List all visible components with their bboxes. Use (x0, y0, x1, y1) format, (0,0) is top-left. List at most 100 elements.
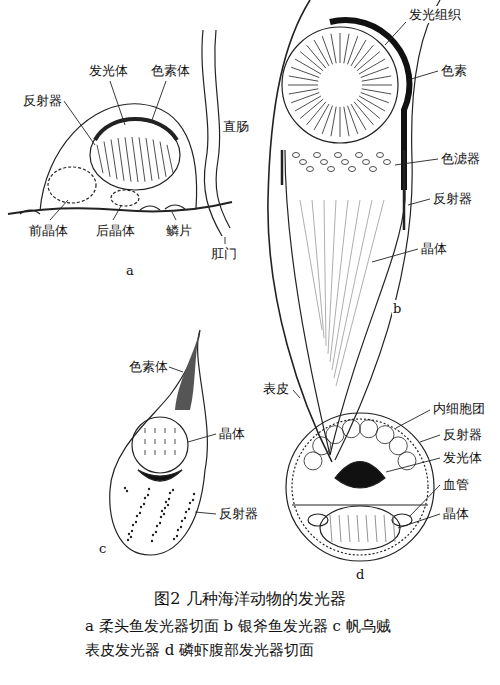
reflector-dot (132, 524, 134, 526)
lens-streak (336, 200, 384, 386)
reflector-dot (177, 529, 179, 531)
reflector-dot (124, 487, 126, 489)
lens-streak (393, 515, 395, 542)
reflector-dot (147, 494, 149, 496)
radial-cell (361, 93, 389, 103)
filter-cell (363, 160, 370, 165)
panel-letter: c (98, 540, 107, 557)
lens-dash (145, 428, 146, 433)
part-label: 前晶体 (28, 222, 69, 239)
lens-streak (300, 200, 322, 330)
leader-lines (386, 410, 440, 528)
radial-cell (340, 33, 341, 63)
panel-letter: a (125, 262, 135, 279)
filter-cell (293, 153, 300, 158)
part-label: 反射器 (22, 92, 63, 109)
part-label: 晶体 (442, 505, 470, 522)
leader-lines (169, 367, 216, 514)
reflector-dot (180, 526, 182, 528)
pigment-body (175, 330, 200, 410)
radial-cell (295, 96, 321, 111)
striation (118, 138, 124, 181)
reflector-dot (169, 492, 171, 494)
pigment-cap (95, 119, 177, 140)
part-label: 色素体 (128, 358, 169, 375)
filter-cell (314, 153, 321, 158)
reflector-dot (184, 517, 186, 519)
striation (97, 145, 103, 173)
reflector-dot (130, 536, 132, 538)
reflector-dot (126, 490, 128, 492)
radial-cell (354, 102, 373, 125)
striation (146, 138, 152, 181)
reflector-dot (185, 511, 187, 513)
tissue-line (335, 0, 440, 460)
reflector-dot (156, 525, 158, 527)
reflector-dot (139, 512, 141, 514)
radial-cell (362, 89, 392, 94)
blood-vessel (308, 514, 328, 526)
reflector (282, 150, 404, 230)
part-label: 表皮 (262, 380, 290, 397)
reflector-dot (131, 530, 133, 532)
reflector-dot (172, 489, 174, 491)
lens-dash (155, 428, 156, 433)
lens-streak (334, 200, 372, 378)
lens-streak (384, 515, 386, 542)
reflector-dot (173, 538, 175, 540)
radial-cell (362, 85, 392, 86)
radial-cell (340, 107, 341, 137)
lens-streak (348, 515, 350, 542)
lens-dash (165, 428, 166, 433)
radial-cell (295, 59, 321, 74)
filter-cell (321, 160, 328, 165)
filter-cell (300, 160, 307, 165)
radial-cell (322, 36, 332, 64)
radial-cell (351, 104, 366, 130)
figure-title: 图2 几种海洋动物的发光器 (0, 588, 500, 610)
radial-cell (289, 76, 319, 81)
reflector-dot (167, 504, 169, 506)
lens-dash (165, 450, 166, 455)
front-lens (48, 167, 96, 203)
striation (167, 145, 173, 173)
reflector-dot (163, 513, 165, 515)
radial-cell (331, 34, 336, 64)
filter-cell (377, 153, 384, 158)
radial-cell (357, 52, 380, 71)
reflector-dot (135, 521, 137, 523)
part-label: 晶体 (420, 240, 448, 257)
reflector (292, 419, 428, 555)
part-label: 鳞片 (165, 222, 193, 239)
reflector-dot (165, 501, 167, 503)
lens-streak (328, 200, 336, 354)
reflector-dot (192, 499, 194, 501)
light-body (335, 462, 385, 489)
striation (104, 142, 110, 177)
radial-cell (291, 67, 319, 77)
reflector-dot (188, 508, 190, 510)
radial-cell (288, 85, 318, 86)
lens-dash (155, 450, 156, 455)
lens (285, 150, 405, 455)
light-organ (90, 120, 180, 190)
cell (342, 420, 360, 438)
cell (398, 452, 416, 470)
light-tissue (282, 27, 398, 143)
texture-details (97, 33, 416, 542)
part-label: 色素体 (150, 62, 191, 79)
cell (376, 426, 394, 444)
filter-cell (356, 153, 363, 158)
reflector-dot (159, 522, 161, 524)
lens-streak (312, 200, 324, 338)
lens-streak (330, 515, 332, 542)
part-label: 色滤器 (440, 150, 481, 167)
lens (132, 417, 188, 473)
radial-cell (289, 89, 319, 94)
lens-dash (175, 450, 176, 455)
radial-cell (344, 34, 349, 64)
leader-lines (293, 22, 438, 398)
lens-dash (175, 439, 176, 444)
panel-letter: d (355, 566, 365, 583)
